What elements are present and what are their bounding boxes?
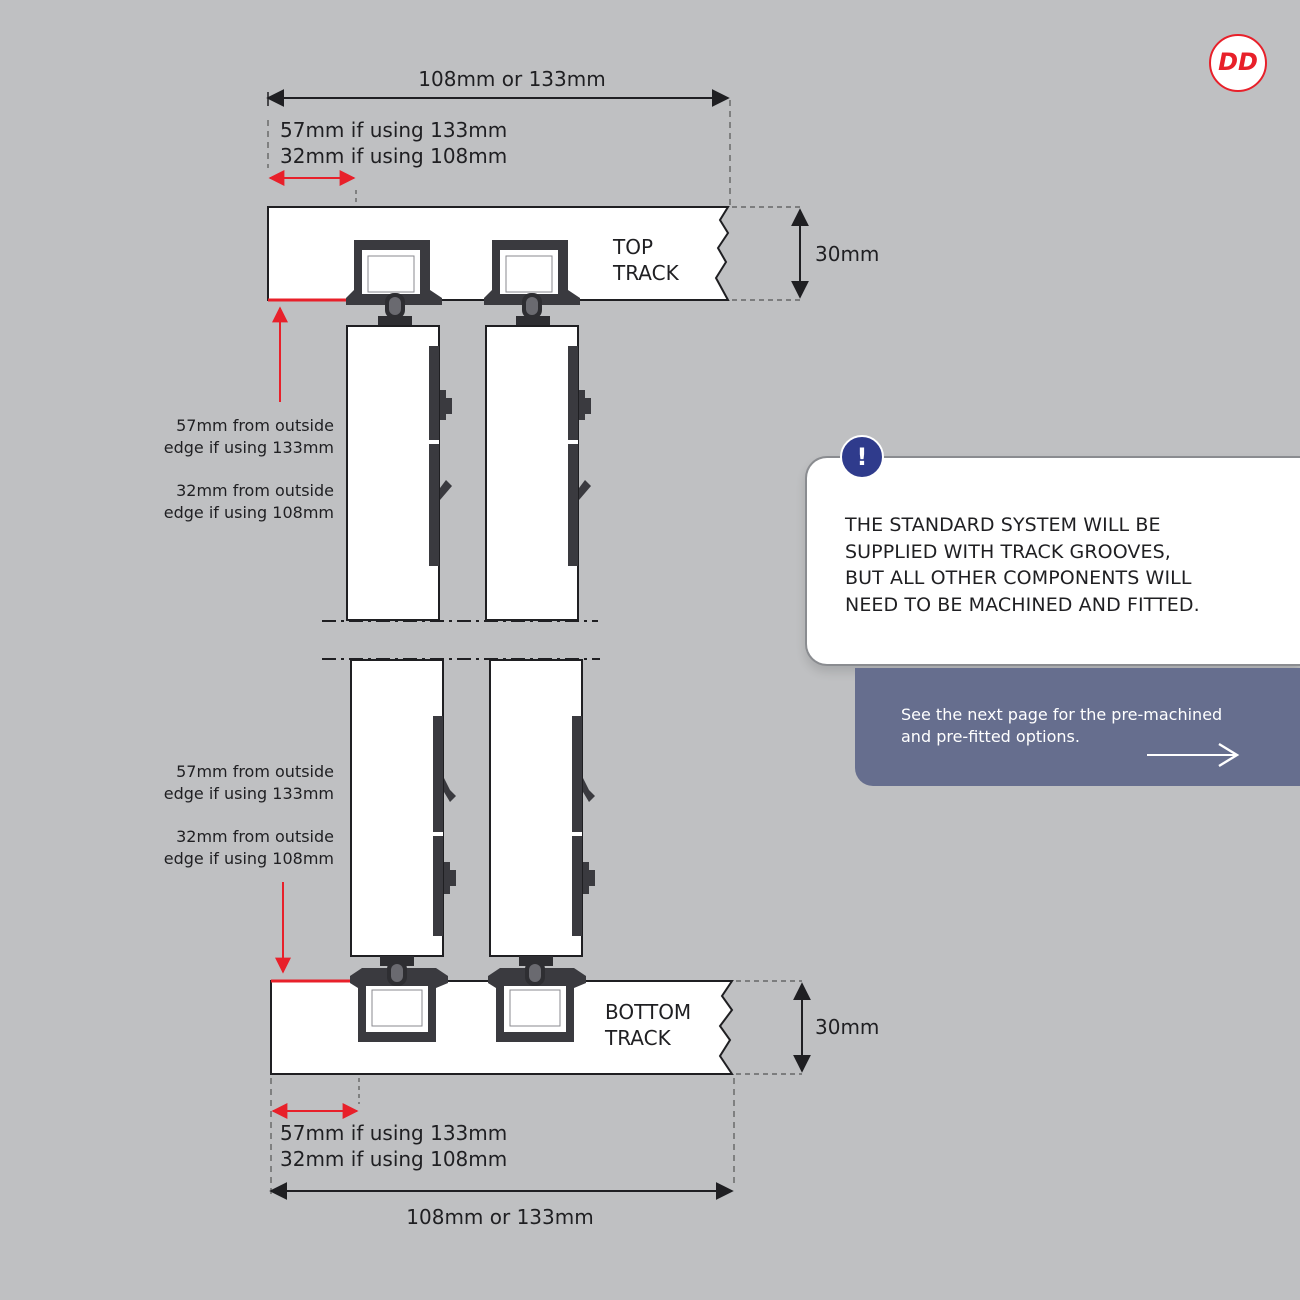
notice-line-2: SUPPLIED WITH TRACK GROOVES, — [845, 540, 1171, 563]
bottom-track-label-line1: BOTTOM — [605, 1000, 691, 1024]
top-track-label-line2: TRACK — [612, 261, 680, 285]
bottom-note-line1: 57mm from outside — [176, 762, 334, 781]
bottom-note-line3: 32mm from outside — [176, 827, 334, 846]
next-page-line-1: See the next page for the pre-machined — [901, 705, 1223, 724]
exclamation-icon: ! — [840, 435, 884, 479]
top-note-line4: edge if using 108mm — [164, 503, 334, 522]
top-note-line3: 32mm from outside — [176, 481, 334, 500]
top-offset-line2: 32mm if using 108mm — [280, 144, 507, 168]
bottom-track-groove-2 — [488, 960, 586, 1042]
bottom-track-groove-1 — [350, 960, 448, 1042]
top-track-label-line1: TOP — [612, 235, 653, 259]
top-note-line2: edge if using 133mm — [164, 438, 334, 457]
notice-line-3: BUT ALL OTHER COMPONENTS WILL — [845, 567, 1192, 589]
arrow-right-icon[interactable] — [1145, 742, 1241, 768]
brand-logo-text: DD — [1218, 48, 1258, 76]
top-door-panel-1 — [346, 316, 452, 621]
top-note-line1: 57mm from outside — [176, 416, 334, 435]
bottom-offset-line1: 57mm if using 133mm — [280, 1121, 507, 1145]
top-width-label: 108mm or 133mm — [418, 67, 605, 91]
top-width-dimension — [266, 89, 731, 206]
brand-logo: DD — [1209, 34, 1267, 92]
notice-text: THE STANDARD SYSTEM WILL BE SUPPLIED WIT… — [845, 512, 1200, 618]
bottom-note-line2: edge if using 133mm — [164, 784, 334, 803]
top-height-dimension — [732, 206, 809, 301]
notice-line-1: THE STANDARD SYSTEM WILL BE — [845, 514, 1161, 536]
next-page-text: See the next page for the pre-machined a… — [901, 704, 1222, 748]
bottom-height-dimension — [736, 980, 811, 1075]
next-page-card[interactable]: See the next page for the pre-machined a… — [855, 668, 1300, 786]
bottom-width-dimension — [269, 1078, 735, 1200]
notice-card: THE STANDARD SYSTEM WILL BE SUPPLIED WIT… — [805, 456, 1300, 666]
bottom-door-panel-2 — [489, 659, 595, 966]
top-track-groove-2 — [484, 240, 580, 319]
bottom-door-panel-1 — [350, 659, 456, 966]
bottom-offset-line2: 32mm if using 108mm — [280, 1147, 507, 1171]
top-offset-line1: 57mm if using 133mm — [280, 118, 507, 142]
next-page-line-2: and pre-fitted options. — [901, 727, 1080, 746]
top-track-groove-1 — [346, 240, 442, 319]
bottom-width-label: 108mm or 133mm — [406, 1205, 593, 1229]
bottom-note-line4: edge if using 108mm — [164, 849, 334, 868]
top-door-panel-2 — [485, 316, 591, 621]
bottom-height-label: 30mm — [815, 1015, 879, 1039]
top-height-label: 30mm — [815, 242, 879, 266]
bottom-track-label-line2: TRACK — [604, 1026, 672, 1050]
notice-line-4: NEED TO BE MACHINED AND FITTED. — [845, 593, 1200, 616]
